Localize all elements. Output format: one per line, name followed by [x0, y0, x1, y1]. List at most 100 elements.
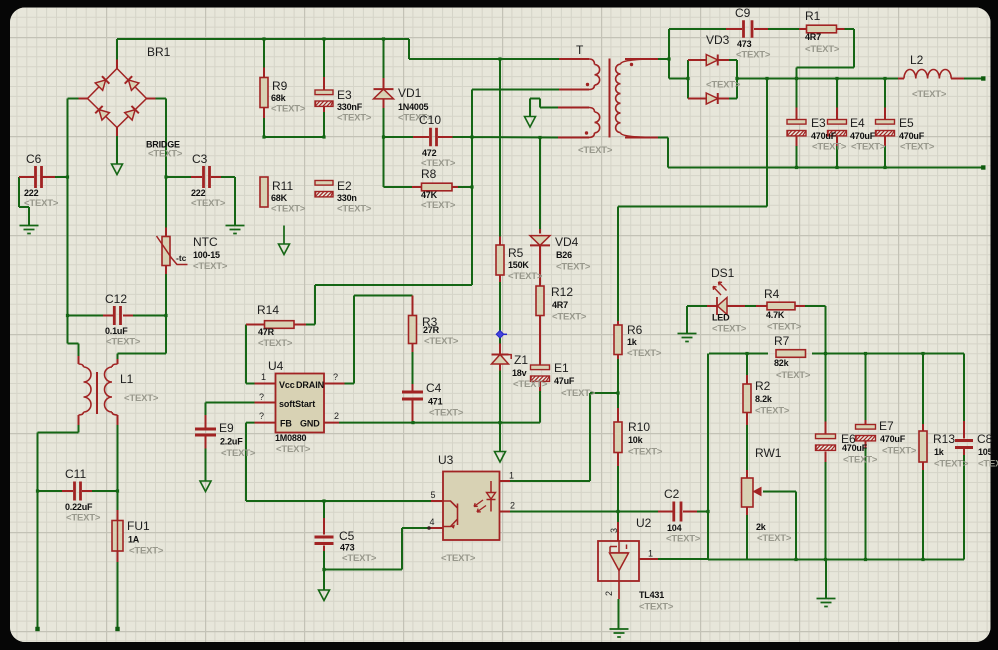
svg-text:<TEXT>: <TEXT>	[552, 312, 587, 323]
svg-text:150K: 150K	[508, 260, 529, 270]
svg-text:470uF: 470uF	[850, 131, 876, 141]
svg-text:4R7: 4R7	[552, 300, 568, 310]
svg-text:E3: E3	[337, 88, 352, 102]
svg-text:softStart: softStart	[279, 399, 315, 409]
svg-text:68k: 68k	[271, 93, 287, 103]
svg-text:2k: 2k	[756, 522, 767, 532]
svg-text:C8: C8	[977, 432, 993, 446]
svg-text:R7: R7	[774, 334, 790, 348]
svg-text:<TEXT>: <TEXT>	[421, 200, 456, 211]
svg-text:<TEXT>: <TEXT>	[24, 198, 59, 209]
svg-text:1k: 1k	[627, 337, 638, 347]
svg-text:<TEXT>: <TEXT>	[421, 158, 456, 169]
svg-text:470uF: 470uF	[880, 434, 906, 444]
svg-text:R10: R10	[628, 420, 650, 434]
svg-text:18v: 18v	[512, 368, 527, 378]
svg-text:470uF: 470uF	[899, 131, 925, 141]
svg-text:1: 1	[509, 471, 514, 481]
svg-text:DS1: DS1	[711, 266, 735, 280]
svg-text:R5: R5	[508, 246, 524, 260]
svg-text:U3: U3	[438, 453, 454, 467]
svg-text:<TEXT>: <TEXT>	[221, 448, 256, 459]
svg-text:<TEXT>: <TEXT>	[337, 113, 372, 124]
svg-text:330nF: 330nF	[337, 102, 363, 112]
svg-text:<TEXT>: <TEXT>	[556, 262, 591, 273]
svg-text:4R7: 4R7	[805, 32, 821, 42]
svg-text:5: 5	[431, 490, 436, 500]
svg-text:R1: R1	[805, 9, 821, 23]
svg-text:L1: L1	[120, 372, 134, 386]
svg-text:<TEXT>: <TEXT>	[767, 322, 802, 333]
svg-text:<TEXT>: <TEXT>	[812, 142, 847, 153]
svg-text:LED: LED	[712, 313, 730, 323]
svg-text:<TEXT>: <TEXT>	[900, 142, 935, 153]
svg-text:R3: R3	[422, 315, 438, 329]
svg-text:104: 104	[667, 523, 682, 533]
svg-text:<TEXT>: <TEXT>	[882, 446, 917, 457]
svg-text:R12: R12	[551, 285, 573, 299]
svg-text:1: 1	[648, 549, 653, 559]
svg-text:C12: C12	[105, 292, 127, 306]
svg-text:<TEXT>: <TEXT>	[129, 546, 164, 557]
svg-text:?: ?	[333, 372, 338, 382]
svg-text:27R: 27R	[423, 325, 440, 335]
svg-text:C10: C10	[419, 113, 441, 127]
svg-text:FU1: FU1	[127, 519, 150, 533]
svg-text:<TEXT>: <TEXT>	[712, 324, 747, 335]
svg-text:RW1: RW1	[755, 446, 782, 460]
svg-text:<TEXT>: <TEXT>	[276, 444, 311, 455]
svg-text:<TEXT>: <TEXT>	[934, 459, 969, 470]
svg-text:E5: E5	[899, 116, 914, 130]
svg-text:<TEXT>: <TEXT>	[424, 336, 459, 347]
svg-text:E2: E2	[337, 179, 352, 193]
svg-text:<TEXT>: <TEXT>	[271, 104, 306, 115]
svg-text:?: ?	[259, 392, 264, 402]
svg-text:2: 2	[604, 591, 614, 596]
svg-text:C4: C4	[426, 381, 442, 395]
svg-text:222: 222	[191, 188, 206, 198]
svg-text:470uF: 470uF	[842, 443, 868, 453]
svg-text:1: 1	[261, 372, 266, 382]
svg-text:47K: 47K	[421, 190, 438, 200]
svg-text:473: 473	[340, 543, 355, 553]
svg-text:?: ?	[259, 411, 264, 421]
svg-text:2.2uF: 2.2uF	[220, 437, 243, 447]
svg-text:100-15: 100-15	[193, 250, 220, 260]
svg-text:BR1: BR1	[147, 45, 171, 59]
svg-text:472: 472	[422, 148, 437, 158]
svg-text:105: 105	[978, 447, 993, 457]
svg-text:E1: E1	[554, 361, 569, 375]
svg-text:VD3: VD3	[706, 33, 730, 47]
svg-text:C9: C9	[735, 6, 751, 20]
svg-text:C3: C3	[192, 152, 208, 166]
svg-text:R8: R8	[421, 167, 437, 181]
svg-text:R11: R11	[272, 179, 293, 193]
svg-text:<TEXT>: <TEXT>	[706, 80, 741, 91]
svg-text:0.1uF: 0.1uF	[105, 326, 128, 336]
svg-text:E4: E4	[850, 116, 865, 130]
svg-text:47uF: 47uF	[554, 376, 575, 386]
svg-text:2: 2	[510, 501, 515, 511]
svg-text:82k: 82k	[774, 358, 790, 368]
svg-text:<TEXT>: <TEXT>	[258, 338, 293, 349]
svg-text:<TEXT>: <TEXT>	[148, 149, 183, 160]
svg-text:VD1: VD1	[398, 86, 422, 100]
svg-text:<TEXT>: <TEXT>	[912, 89, 947, 100]
svg-text:222: 222	[24, 188, 39, 198]
svg-text:<TEXT>: <TEXT>	[342, 553, 377, 564]
svg-text:<TEXT>: <TEXT>	[978, 459, 998, 470]
svg-text:R6: R6	[627, 323, 643, 337]
svg-text:0.22uF: 0.22uF	[65, 502, 93, 512]
svg-text:Z1: Z1	[514, 353, 528, 367]
svg-text:1k: 1k	[934, 447, 945, 457]
svg-text:<TEXT>: <TEXT>	[627, 348, 662, 359]
svg-text:U2: U2	[636, 516, 652, 530]
svg-text:<TEXT>: <TEXT>	[757, 533, 792, 544]
svg-text:<TEXT>: <TEXT>	[193, 261, 228, 272]
svg-text:<TEXT>: <TEXT>	[628, 447, 663, 458]
svg-text:R13: R13	[933, 432, 955, 446]
svg-text:2: 2	[334, 411, 339, 421]
svg-text:E3: E3	[811, 116, 826, 130]
svg-text:47R: 47R	[258, 327, 275, 337]
svg-text:<TEXT>: <TEXT>	[66, 513, 101, 524]
